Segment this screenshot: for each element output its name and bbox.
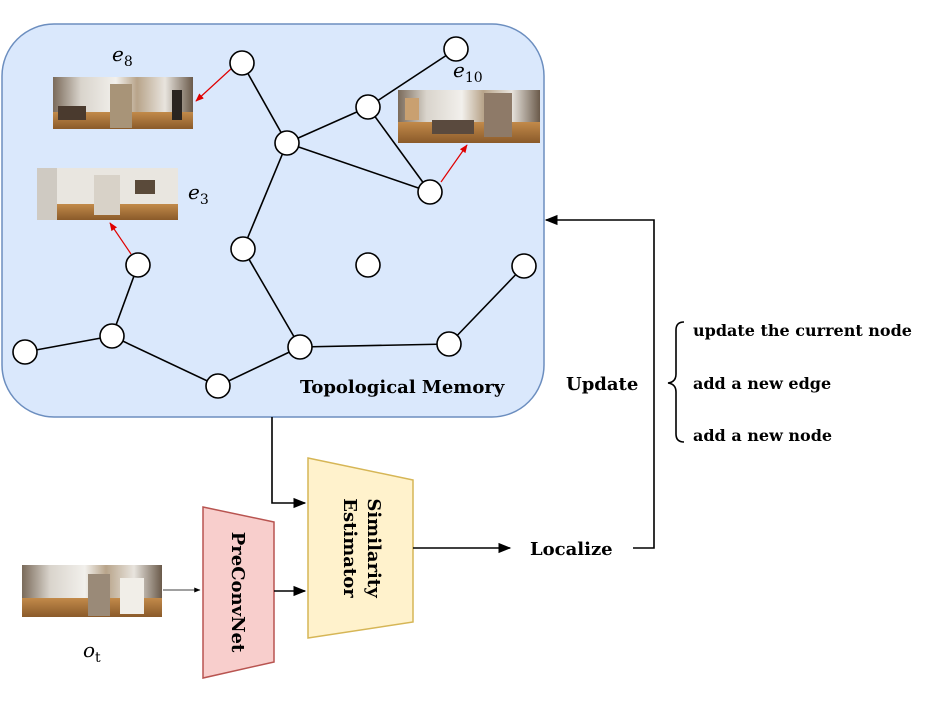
localize-label: Localize <box>530 539 613 560</box>
graph-edge <box>367 106 431 193</box>
episode-label-e10: e10 <box>453 58 483 86</box>
similarity-label-line1: Similarity <box>363 498 384 598</box>
graph-edges <box>24 48 525 387</box>
graph-edge <box>217 346 301 387</box>
graph-edge <box>299 343 450 348</box>
graph-node <box>443 36 469 62</box>
episode-link-e8 <box>195 67 233 102</box>
graph-node <box>125 252 151 278</box>
graph-edge <box>286 106 369 144</box>
episode-link-e3 <box>109 222 132 255</box>
graph-node <box>12 339 38 365</box>
observation-image <box>22 565 162 617</box>
memory-to-estimator-arrow <box>271 417 307 509</box>
graph-edge <box>242 142 288 250</box>
graph-node <box>230 236 256 262</box>
graph-edge <box>242 248 301 348</box>
preconvnet-block <box>202 506 275 679</box>
graph-node <box>229 50 255 76</box>
update-option-new-node: add a new node <box>693 426 832 445</box>
graph-node <box>417 179 443 205</box>
update-option-current-node: update the current node <box>693 321 912 340</box>
graph-edge <box>241 62 288 144</box>
graph-edge <box>367 48 457 108</box>
memory-title: Topological Memory <box>300 377 505 398</box>
graph-node <box>355 252 381 278</box>
graph-node <box>436 331 462 357</box>
graph-node <box>274 130 300 156</box>
panorama-e10 <box>398 90 540 143</box>
episode-label-e8: e8 <box>112 42 133 70</box>
observation-label: ot <box>83 638 101 666</box>
graph-node <box>205 373 231 399</box>
update-option-new-edge: add a new edge <box>693 374 831 393</box>
panorama-e3 <box>37 168 178 220</box>
update-options-brace <box>667 321 685 443</box>
graph-node <box>287 334 313 360</box>
episode-label-e3: e3 <box>188 180 209 208</box>
graph-node <box>511 253 537 279</box>
graph-nodes <box>12 36 537 399</box>
graph-edge <box>286 142 431 193</box>
episode-link-e10 <box>440 144 468 183</box>
graph-edge <box>111 335 219 387</box>
preconvnet-label: PreConvNet <box>227 532 248 653</box>
localize-to-memory-arrow <box>544 214 655 549</box>
panorama-e8 <box>53 77 193 129</box>
similarity-label-line2: Estimator <box>339 498 360 598</box>
graph-node <box>99 323 125 349</box>
graph-edge <box>24 335 113 353</box>
graph-node <box>355 94 381 120</box>
update-label: Update <box>566 374 638 395</box>
similarity-estimator-block <box>307 457 414 639</box>
graph-edge <box>448 265 525 345</box>
